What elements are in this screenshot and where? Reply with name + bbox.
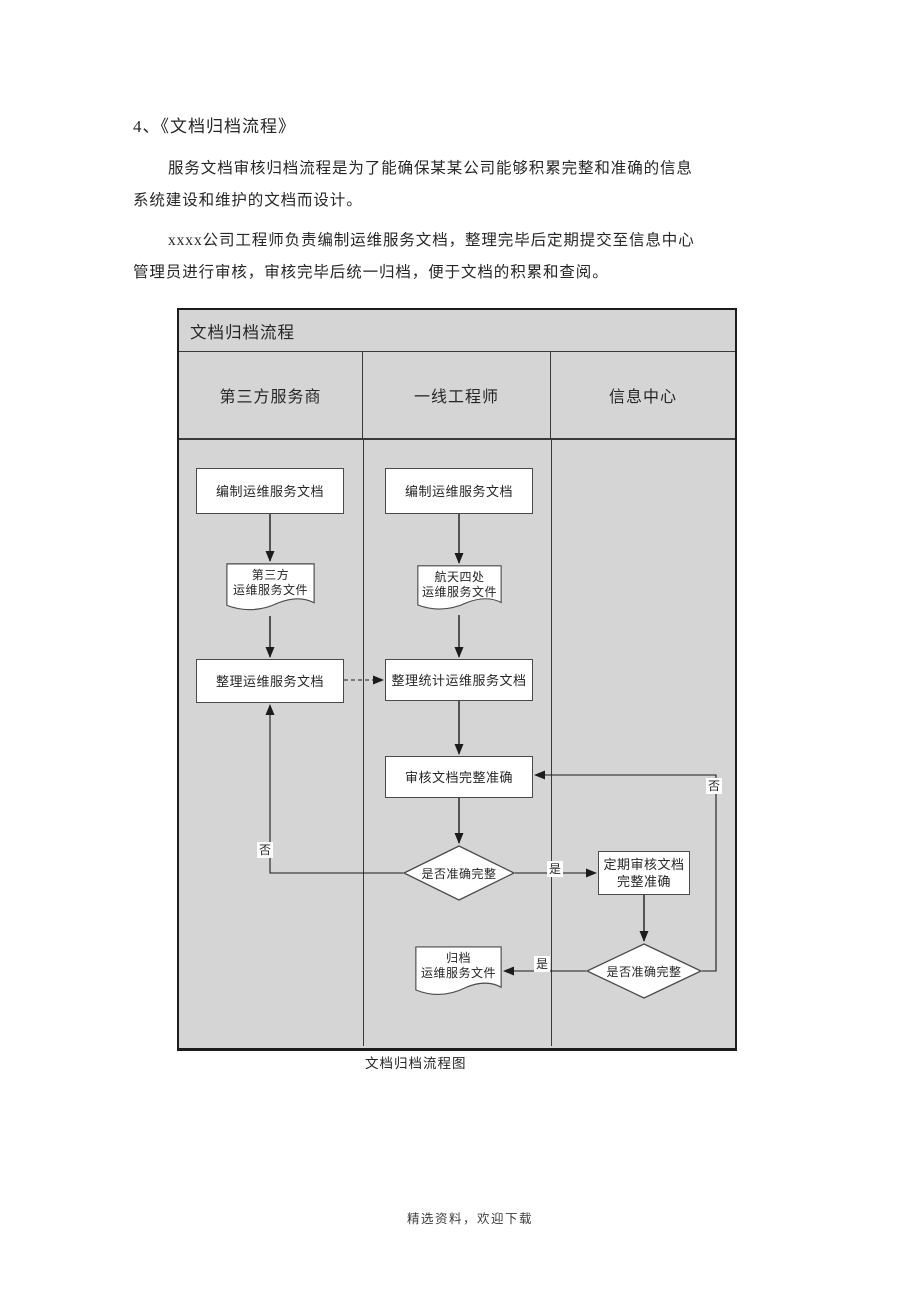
archive-file-label-line2: 运维服务文件 [420,966,496,980]
decision-accurate-complete-2: 是否准确完整 [586,943,702,999]
process-compile-doc-vendor: 编制运维服务文档 [196,468,344,514]
edge-label-yes-bottom: 是 [534,956,551,972]
paragraph-1-line-2: 系统建设和维护的文档而设计。 [133,192,363,209]
lane-header-info-center: 信息中心 [608,389,677,406]
document-shape-engineer-file: 航天四处 运维服务文件 [417,565,502,615]
flowchart: 文档归档流程 第三方服务商 一线工程师 信息中心 [177,308,737,1051]
edge-label-no-left: 否 [257,842,274,858]
lane-divider-2 [551,440,552,1046]
flowchart-title: 文档归档流程 [179,310,735,352]
process-periodic-review: 定期审核文档 完整准确 [598,851,690,895]
paragraph-2-line-1: xxxx公司工程师负责编制运维服务文档，整理完毕后定期提交至信息中心 [168,232,695,249]
edge-label-yes-right: 是 [547,861,564,877]
edge-label-no-feedback: 否 [706,778,723,794]
lane-header-frontline-engineer: 一线工程师 [363,352,551,438]
page-footer: 精选资料，欢迎下载 [407,1212,534,1226]
process-organize-vendor: 整理运维服务文档 [196,659,344,703]
periodic-review-label-line2: 完整准确 [616,874,671,889]
process-review-doc: 审核文档完整准确 [385,756,533,798]
archive-file-label-line1: 归档 [445,951,471,965]
lane-header-third-party: 第三方服务商 [179,352,363,438]
decision-2-label: 是否准确完整 [606,964,682,979]
document-shape-vendor-file: 第三方 运维服务文件 [226,563,315,616]
engineer-file-label-line2: 运维服务文件 [421,585,497,599]
flowchart-body: 编制运维服务文档 编制运维服务文档 第三方 运维服务文件 航天四处 运维服务文件… [179,440,735,1046]
flowchart-caption: 文档归档流程图 [365,1056,467,1071]
vendor-file-label-line1: 第三方 [251,568,290,582]
lane-divider-1 [363,440,364,1046]
process-compile-doc-engineer: 编制运维服务文档 [385,468,533,514]
paragraph-2-line-2: 管理员进行审核，审核完毕后统一归档，便于文档的积累和查阅。 [133,264,609,281]
paragraph-1-line-1: 服务文档审核归档流程是为了能确保某某公司能够积累完整和准确的信息 [168,160,693,177]
engineer-file-label-line1: 航天四处 [434,570,485,584]
swimlane-header-row: 第三方服务商 一线工程师 信息中心 [179,352,735,440]
decision-1-label: 是否准确完整 [421,866,497,881]
vendor-file-label-line2: 运维服务文件 [232,583,308,597]
process-organize-engineer: 整理统计运维服务文档 [385,659,533,701]
document-shape-archive-file: 归档 运维服务文件 [415,946,502,1001]
section-heading: 4、《文档归档流程》 [133,117,296,136]
decision-accurate-complete-1: 是否准确完整 [403,845,515,901]
periodic-review-label-line1: 定期审核文档 [603,857,685,872]
